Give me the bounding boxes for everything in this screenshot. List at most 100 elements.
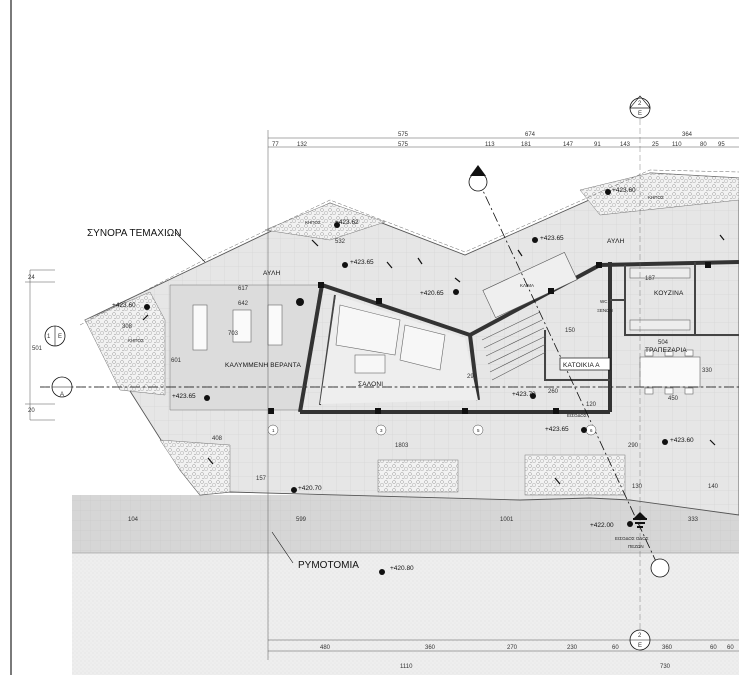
- planter-2: [524, 454, 626, 496]
- entry-symbol: [633, 512, 647, 528]
- section-left-sheet: Ε: [58, 334, 62, 340]
- section-marker-diagonal-bottom: [650, 558, 670, 578]
- dim-187: 187: [645, 276, 656, 282]
- dim-top1-1: 77: [272, 142, 279, 148]
- garden-bottom-left: [159, 439, 231, 496]
- dim-top1-10: 110: [672, 142, 682, 148]
- grid-label-6: 6: [590, 428, 593, 433]
- dining-table: [639, 349, 701, 395]
- dim-bot1-3: 270: [507, 645, 518, 651]
- garden-top-right-label: ΚΗΠΟΣ: [648, 195, 664, 200]
- level-5: +420.65: [420, 290, 444, 297]
- entrance-label: ΕΙΣΟΔΟΣ: [567, 413, 587, 418]
- pedestrian-entry-label-1: ΕΙΣΟΔΟΣ ΟΔΟΣ: [615, 536, 649, 541]
- grid-label-3: 3: [380, 428, 383, 433]
- leader-street: [271, 531, 294, 564]
- dim-top1-11: 80: [700, 142, 707, 148]
- level-8: +423.70: [512, 391, 536, 398]
- level-symbols: [144, 189, 668, 575]
- dim-bot1-6: 360: [662, 645, 673, 651]
- dim-1803: 1803: [395, 443, 409, 449]
- courtyard-left-label: ΑΥΛΗ: [263, 270, 281, 277]
- dim-bot1-5: 60: [612, 645, 619, 651]
- section-bottom-sheet: Ε: [638, 643, 642, 649]
- garden-top-left-label: ΚΗΠΟΣ: [305, 220, 321, 225]
- house-a-tag-box: [559, 357, 611, 371]
- section-bottom-num: 2: [638, 633, 642, 639]
- dim-top1-12: 95: [718, 142, 725, 148]
- section-marker-left: [44, 325, 66, 347]
- grid-label-5: 5: [477, 428, 480, 433]
- dim-532: 532: [335, 239, 346, 245]
- dim-104: 104: [128, 517, 139, 523]
- dim-bot1-2: 360: [425, 645, 436, 651]
- street-line-label: ΡΥΜΟΤΟΜΙΑ: [298, 560, 359, 571]
- dim-703: 703: [228, 331, 239, 337]
- garden-top-left: [264, 202, 386, 241]
- living-room-label: ΣΑΛΟΝΙ: [358, 381, 383, 388]
- dim-330: 330: [702, 368, 713, 374]
- stairs-label: ΚΛΙΜΑ: [520, 283, 534, 288]
- level-2: +423.62: [335, 219, 359, 226]
- house-inner-walls: [319, 262, 739, 406]
- leader-plot-boundary: [174, 231, 206, 263]
- section-top-num: 2: [638, 101, 642, 107]
- dim-bot1-4: 230: [567, 645, 578, 651]
- dim-617: 617: [238, 286, 249, 292]
- dim-top1-2: 132: [297, 142, 308, 148]
- dim-left-2: 501: [32, 346, 43, 352]
- dim-260: 260: [548, 389, 559, 395]
- garden-top-right: [579, 172, 739, 216]
- dim-bot0-2: 730: [660, 664, 671, 670]
- grid-label-1: 1: [272, 428, 275, 433]
- garden-left-label: ΚΗΠΟΣ: [128, 338, 144, 343]
- level-13: +420.80: [390, 565, 414, 572]
- dim-top1-8: 143: [620, 142, 631, 148]
- dim-left-3: 20: [28, 408, 35, 414]
- dining-label: ΤΡΑΠΕΖΑΡΙΑ: [645, 347, 687, 354]
- dim-1001: 1001: [500, 517, 514, 523]
- dim-top1-4: 113: [485, 142, 495, 148]
- veranda-furniture: [192, 304, 283, 351]
- dim-601: 601: [171, 358, 182, 364]
- dim-642: 642: [238, 301, 249, 307]
- covered-veranda-label: ΚΑΛΥΜΜΕΝΗ ΒΕΡΑΝΤΑ: [225, 362, 301, 369]
- dim-450: 450: [668, 396, 679, 402]
- laundry-label: ΞΕΝΩΝ: [597, 308, 613, 313]
- kitchen-counters: [629, 267, 691, 331]
- level-10: +423.60: [670, 437, 694, 444]
- dim-bot1-1: 480: [320, 645, 331, 651]
- level-9: +423.65: [545, 426, 569, 433]
- dim-408: 408: [212, 436, 223, 442]
- dim-top1-7: 91: [594, 142, 601, 148]
- dim-120: 120: [586, 402, 597, 408]
- section-top-sheet: Ε: [638, 111, 642, 117]
- dimension-lines: [25, 130, 739, 660]
- house-walls: [298, 260, 739, 414]
- dim-290: 290: [628, 443, 639, 449]
- level-12: +422.00: [590, 522, 614, 529]
- dim-599: 599: [296, 517, 307, 523]
- house-a-label: ΚΑΤΟΙΚΙΑ Α: [563, 362, 600, 369]
- slope-arrows: [142, 234, 725, 485]
- dim-bot0-1: 1110: [400, 664, 413, 670]
- section-axis-a: Α: [60, 392, 64, 398]
- plot-boundaries-label: ΣΥΝΟΡΑ ΤΕΜΑΧΙΩΝ: [87, 228, 181, 239]
- dim-top1-5: 181: [521, 142, 532, 148]
- dim-157: 157: [256, 476, 267, 482]
- dim-130: 130: [632, 484, 643, 490]
- level-6: +423.60: [612, 187, 636, 194]
- dim-333: 333: [688, 517, 699, 523]
- dim-504: 504: [658, 340, 669, 346]
- section-marker-top: [629, 95, 651, 119]
- columns: [268, 262, 711, 414]
- level-1: +423.60: [112, 302, 136, 309]
- stair-treads: [481, 251, 578, 381]
- kitchen-label: ΚΟΥΖΙΝΑ: [654, 290, 684, 297]
- dim-top0-3: 364: [682, 132, 693, 138]
- dim-top1-3: 575: [398, 142, 409, 148]
- dim-top1-6: 147: [563, 142, 574, 148]
- wc-label: WC: [600, 299, 608, 304]
- dim-308: 308: [122, 324, 133, 330]
